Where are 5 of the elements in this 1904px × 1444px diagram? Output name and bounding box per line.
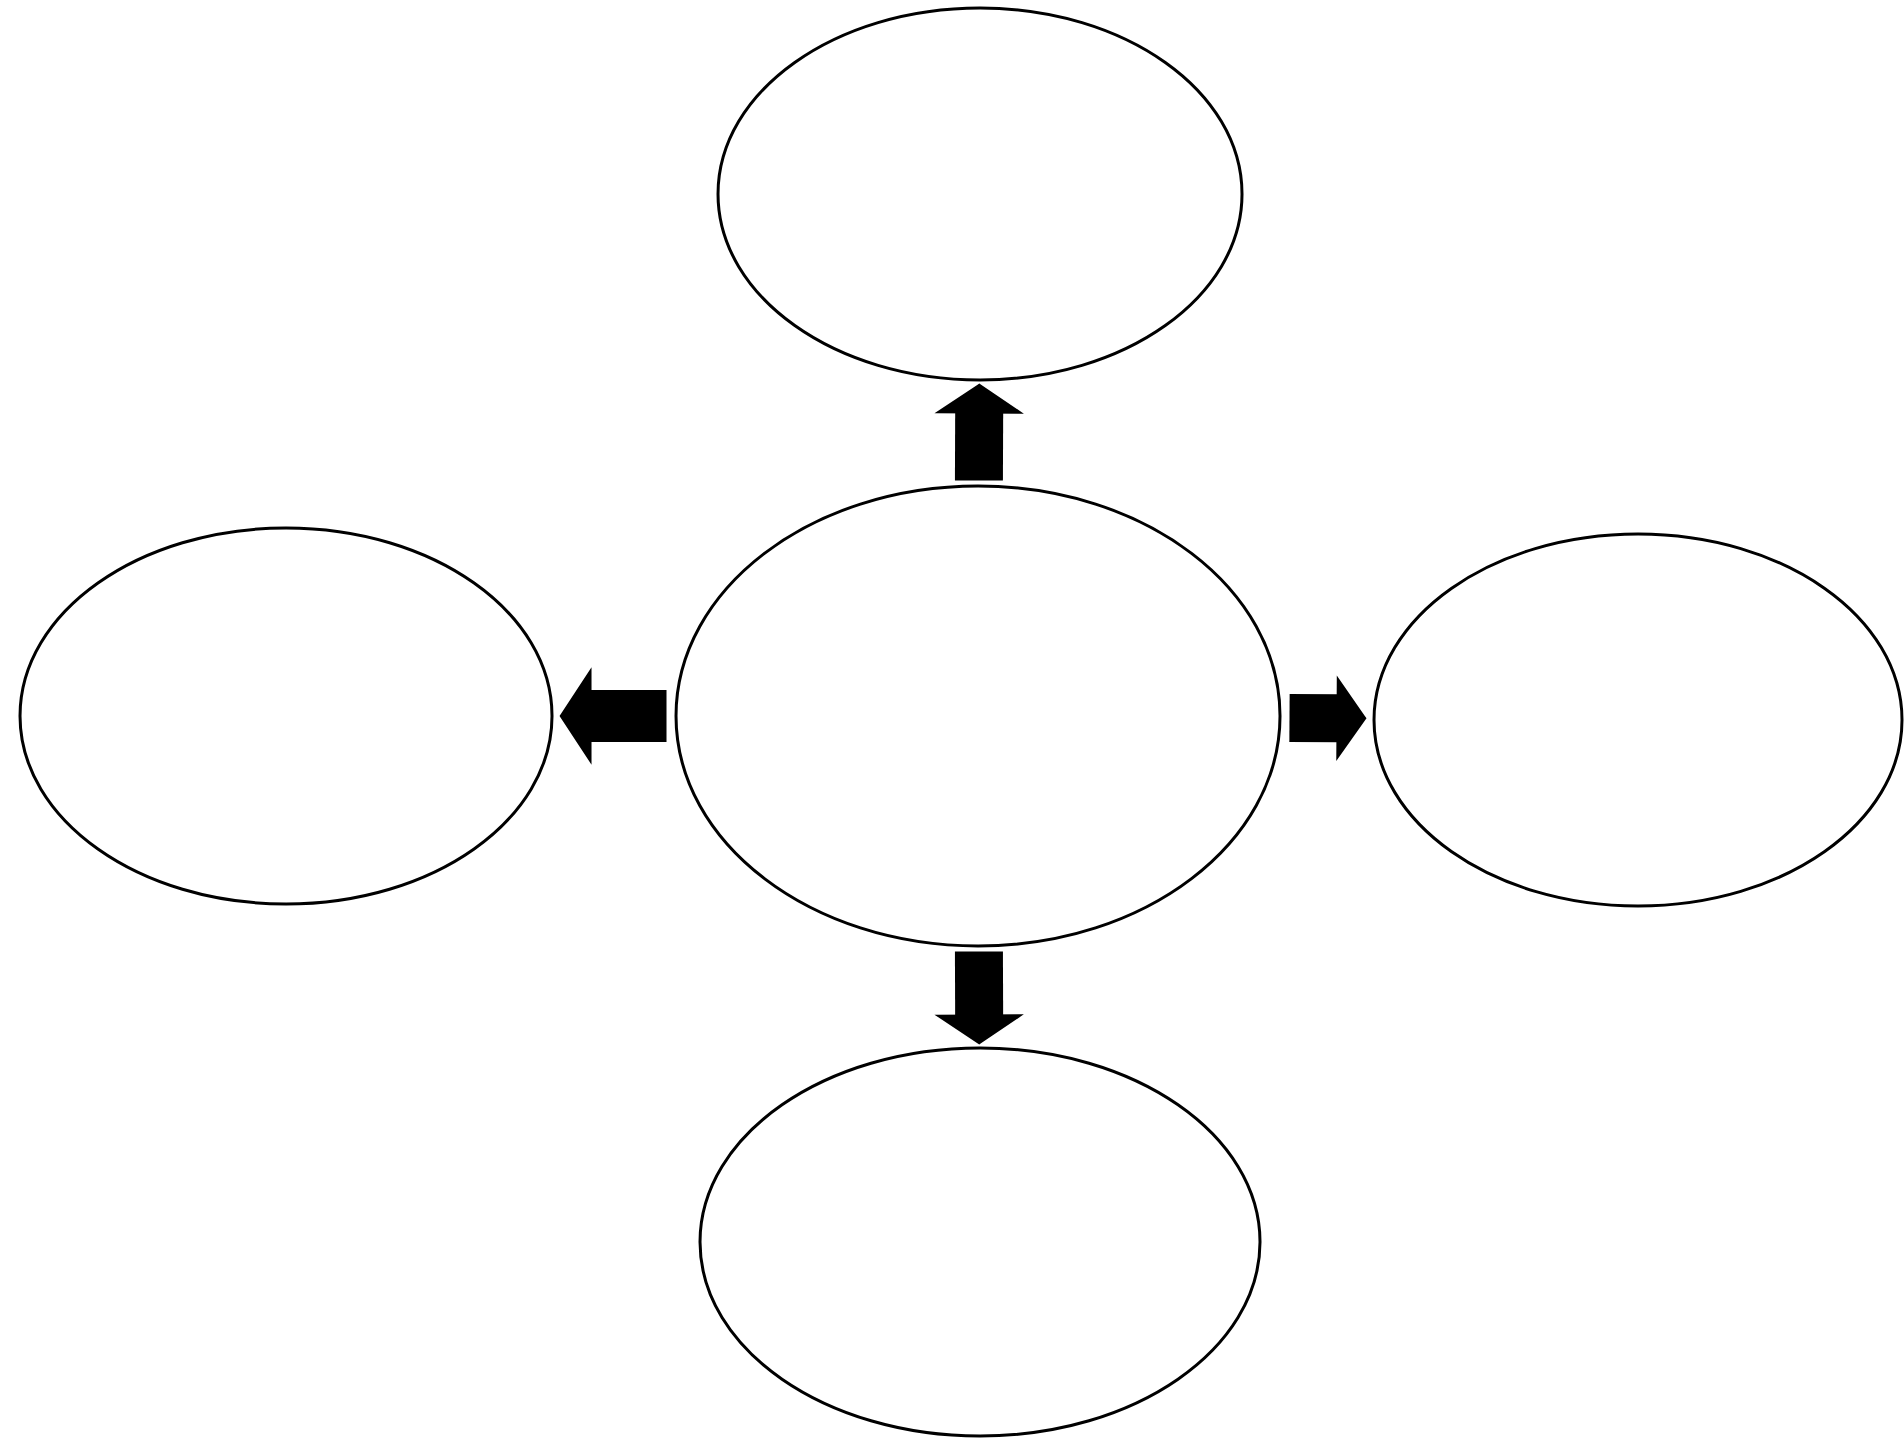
ellipse-node: [716, 6, 1244, 382]
ellipse-node: [1372, 532, 1904, 908]
ellipse-node: [698, 1046, 1262, 1438]
ellipse-node: [674, 484, 1282, 948]
ellipse-node: [18, 526, 554, 906]
